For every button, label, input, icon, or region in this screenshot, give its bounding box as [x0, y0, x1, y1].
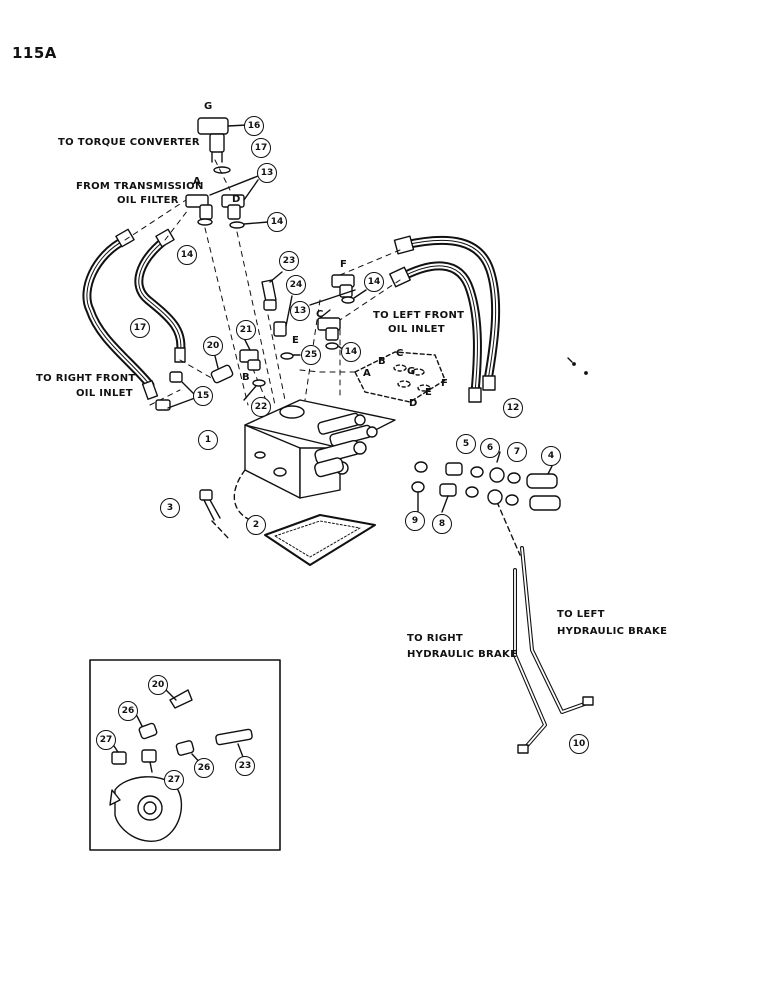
- plug-4: [526, 465, 561, 511]
- gasket-letter-a: A: [363, 368, 371, 379]
- label-to-right-brake-line1: TO RIGHT: [407, 633, 464, 644]
- port-letter-g: G: [204, 101, 213, 112]
- callout-25: 25: [301, 345, 321, 365]
- fitting-6: [487, 451, 505, 505]
- callout-16: 16: [244, 116, 264, 136]
- port-letter-d: D: [232, 194, 241, 205]
- callout-6: 6: [480, 438, 500, 458]
- hose-17-left: [82, 235, 155, 390]
- callout-15: 15: [193, 386, 213, 406]
- callout-14-top: 14: [267, 212, 287, 232]
- brake-lines-10: [496, 501, 594, 754]
- callout-27-inset-left: 27: [96, 730, 116, 750]
- ring-5: [470, 466, 484, 478]
- o-ring-25: [280, 352, 294, 360]
- port-gasket: [354, 351, 446, 403]
- callout-14-left: 14: [177, 245, 197, 265]
- callout-13-c: 13: [290, 301, 310, 321]
- elbow-21: [239, 339, 261, 371]
- port-letter-a: A: [193, 176, 201, 187]
- callout-8: 8: [432, 514, 452, 534]
- gasket-letter-c: C: [396, 348, 404, 359]
- callout-14-f: 14: [364, 272, 384, 292]
- callout-22: 22: [251, 397, 271, 417]
- elbow-13-c: [317, 317, 341, 341]
- callout-20: 20: [203, 336, 223, 356]
- label-to-right-brake-line2: HYDRAULIC BRAKE: [407, 649, 518, 660]
- callout-26-inset-top: 26: [118, 701, 138, 721]
- gasket-letter-g: G: [407, 366, 416, 377]
- callout-26-inset-bottom: 26: [194, 758, 214, 778]
- callout-23: 23: [279, 251, 299, 271]
- label-to-left-front-line1: TO LEFT FRONT: [373, 310, 465, 321]
- o-ring-22: [252, 379, 266, 387]
- callout-24: 24: [286, 275, 306, 295]
- callout-9: 9: [405, 511, 425, 531]
- label-from-transmission-line1: FROM TRANSMISSION: [76, 181, 204, 192]
- plug-8: [439, 462, 463, 513]
- gasket-letter-d: D: [409, 398, 418, 409]
- label-to-left-front-line2: OIL INLET: [388, 324, 445, 335]
- callout-13-top: 13: [257, 163, 277, 183]
- callout-2: 2: [246, 515, 266, 535]
- callout-7: 7: [507, 442, 527, 462]
- callout-17-top: 17: [251, 138, 271, 158]
- gasket-letter-f: F: [441, 378, 448, 389]
- nipple-24: [273, 295, 293, 337]
- callout-23-inset: 23: [235, 756, 255, 776]
- callout-3: 3: [160, 498, 180, 518]
- callout-12: 12: [503, 398, 523, 418]
- port-letter-c: C: [316, 309, 324, 320]
- gasket-2: [264, 514, 376, 566]
- gasket-letter-b: B: [378, 356, 386, 367]
- label-to-left-brake-line2: HYDRAULIC BRAKE: [557, 626, 668, 637]
- label-from-transmission-line2: OIL FILTER: [117, 195, 179, 206]
- hose-17-right: [134, 235, 186, 360]
- inset-parts: [109, 689, 253, 842]
- callout-10: 10: [569, 734, 589, 754]
- hose-12-lower: [395, 261, 482, 397]
- bolt-3: [199, 489, 231, 541]
- callout-27-inset-right: 27: [164, 770, 184, 790]
- callout-20-inset: 20: [148, 675, 168, 695]
- port-letter-b: B: [242, 372, 250, 383]
- hose-12-upper: [400, 235, 501, 385]
- tee-fitting-16: [197, 117, 248, 163]
- gasket-letter-e: E: [425, 387, 432, 398]
- callout-17-left: 17: [130, 318, 150, 338]
- connector-23: [261, 271, 283, 311]
- valve-body-1: [244, 399, 396, 499]
- o-ring-17-top: [213, 166, 231, 174]
- label-to-right-front-line1: TO RIGHT FRONT: [36, 373, 136, 384]
- callout-5: 5: [456, 434, 476, 454]
- label-to-torque-converter: TO TORQUE CONVERTER: [58, 137, 200, 148]
- rings-9: [411, 461, 428, 513]
- ring-7: [507, 472, 521, 484]
- adapter-20: [210, 355, 234, 384]
- elbow-13-d: [221, 194, 245, 220]
- callout-21: 21: [236, 320, 256, 340]
- label-to-left-brake-line1: TO LEFT: [557, 609, 605, 620]
- callout-1: 1: [198, 430, 218, 450]
- callout-4: 4: [541, 446, 561, 466]
- port-letter-f: F: [340, 259, 347, 270]
- port-letter-e: E: [292, 335, 299, 346]
- elbow-13-a: [185, 194, 213, 220]
- label-to-right-front-line2: OIL INLET: [76, 388, 133, 399]
- elbows-15: [155, 371, 196, 411]
- page-number: 115A: [12, 44, 57, 62]
- callout-14-c: 14: [341, 342, 361, 362]
